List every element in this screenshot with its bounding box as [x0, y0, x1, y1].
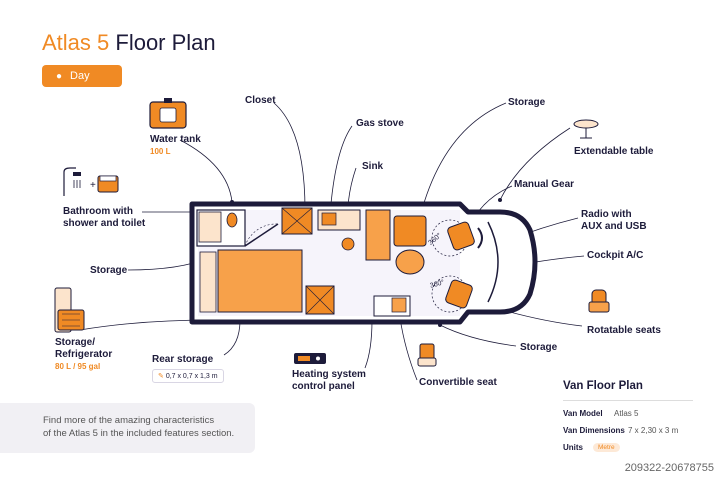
bathroom-door — [244, 223, 279, 247]
label-storage-fridge-line2: Refrigerator — [55, 349, 113, 360]
gas-stove-icon — [321, 212, 337, 226]
toilet-side-icon — [97, 175, 119, 193]
label-storage-fridge-line1: Storage/ — [55, 337, 96, 348]
water-tank-capacity: 100 L — [150, 147, 171, 156]
rear-bed — [217, 249, 303, 313]
shower-icon — [63, 167, 81, 196]
specs-divider — [563, 400, 693, 401]
dinette-bench — [365, 209, 391, 261]
label-heating-line1: Heating system — [292, 369, 366, 380]
label-closet: Closet — [245, 95, 276, 106]
spec-units-key: Units — [563, 443, 583, 452]
pencil-icon: ✎ — [158, 373, 166, 380]
dining-table — [393, 215, 427, 247]
note-line2: of the Atlas 5 in the included features … — [43, 428, 235, 439]
spec-model-key: Van Model — [563, 409, 603, 418]
refrigerator-icon — [54, 287, 85, 333]
specs-title: Van Floor Plan — [563, 380, 643, 392]
spec-dims-value: 7 x 2,30 x 3 m — [628, 426, 679, 435]
passenger-seat — [445, 279, 473, 309]
label-gas-stove: Gas stove — [356, 118, 404, 129]
note-panel — [0, 403, 255, 453]
title-text: Floor Plan — [109, 30, 216, 55]
rear-storage-dimensions: ✎ 0,7 x 0,7 x 1,3 m — [152, 369, 224, 383]
label-sink: Sink — [362, 161, 384, 172]
sun-icon: ● — [56, 70, 63, 82]
label-radio-line1: Radio with — [581, 209, 632, 220]
dashboard — [487, 221, 499, 303]
steering-wheel — [477, 227, 483, 249]
label-rotatable-seats: Rotatable seats — [587, 325, 661, 336]
features-note: Find more of the amazing characteristics… — [43, 414, 234, 440]
label-bathroom-line1: Bathroom with — [63, 206, 133, 217]
storage-left-box — [199, 251, 217, 313]
water-tank-icon — [149, 98, 187, 129]
spec-dims-key: Van Dimensions — [563, 426, 625, 435]
brand-name: Atlas 5 — [42, 30, 110, 55]
spec-model-value: Atlas 5 — [614, 409, 639, 418]
table-icon — [573, 119, 599, 139]
label-water-tank: Water tank — [150, 134, 201, 145]
day-toggle-button[interactable]: ● Day — [42, 65, 122, 87]
sink-icon — [341, 237, 355, 251]
label-storage-left: Storage — [90, 265, 128, 276]
note-line1: Find more of the amazing characteristics — [43, 415, 215, 426]
label-cockpit-ac: Cockpit A/C — [587, 250, 644, 261]
label-rear-storage: Rear storage — [152, 354, 214, 365]
day-toggle-label: Day — [70, 70, 90, 82]
svg-text:+: + — [90, 180, 96, 191]
label-storage-right: Storage — [520, 342, 558, 353]
fridge-capacity: 80 L / 95 gal — [55, 362, 101, 371]
label-manual-gear: Manual Gear — [514, 179, 575, 190]
page-title: Atlas 5 Floor Plan — [42, 30, 216, 56]
label-storage-top: Storage — [508, 97, 546, 108]
label-bathroom-line2: shower and toilet — [63, 218, 146, 229]
label-extendable-table: Extendable table — [574, 146, 654, 157]
label-radio-line2: AUX and USB — [581, 221, 647, 232]
rotatable-seat-icon — [588, 289, 610, 313]
extendable-table-leaf — [395, 249, 425, 275]
label-convertible-seat: Convertible seat — [419, 377, 497, 388]
convertible-seat-icon — [417, 343, 437, 367]
label-heating-line2: control panel — [292, 381, 355, 392]
rear-storage-dims-text: 0,7 x 0,7 x 1,3 m — [165, 373, 218, 380]
watermark-id: 209322-20678755 — [624, 462, 714, 474]
units-badge[interactable]: Metre — [593, 443, 620, 452]
driver-seat — [447, 221, 475, 251]
shower-tray — [198, 211, 222, 243]
toilet-icon — [226, 212, 238, 228]
heating-panel-icon — [294, 353, 326, 364]
